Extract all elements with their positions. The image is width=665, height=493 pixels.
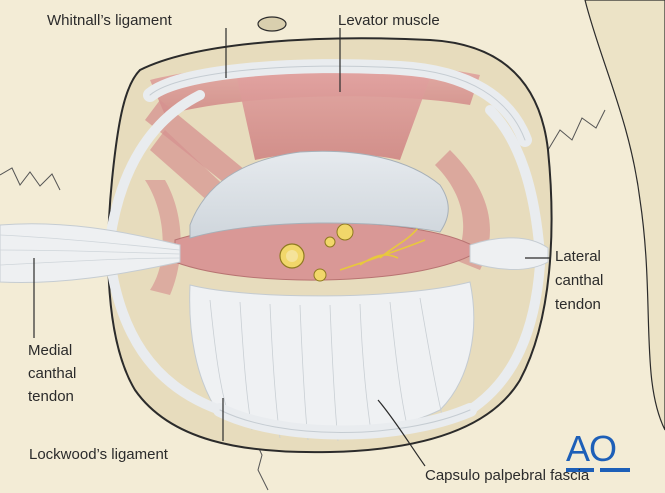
upper-eyelid: [189, 150, 449, 239]
capsulopalpebral-fascia: [189, 281, 475, 434]
ao-logo-mark: [566, 468, 630, 472]
label-lateral-2: canthal: [555, 272, 604, 289]
ao-logo: AO: [566, 428, 617, 469]
label-medial-1: Medial: [28, 342, 73, 359]
label-capsulo-palpebral-fascia: Capsulo palpebral fascia: [425, 467, 590, 484]
ligament-sling: [105, 59, 545, 440]
label-levator-muscle: Levator muscle: [338, 12, 440, 29]
label-medial-2: canthal: [28, 365, 77, 382]
label-lateral-1: Lateral: [555, 248, 601, 265]
label-whitnall-ligament: Whitnall’s ligament: [47, 12, 172, 29]
vessels: [279, 223, 426, 282]
lateral-canthal-tendon: [469, 237, 549, 270]
label-lockwood-ligament: Lockwood’s ligament: [29, 446, 168, 463]
leader-lines: [33, 28, 551, 467]
label-lateral-3: tendon: [555, 296, 601, 313]
levator-muscle: [235, 63, 430, 160]
medial-canthal-tendon: [0, 223, 181, 284]
medial-tendon-fibers: [0, 234, 181, 266]
label-medial-3: tendon: [28, 388, 74, 405]
